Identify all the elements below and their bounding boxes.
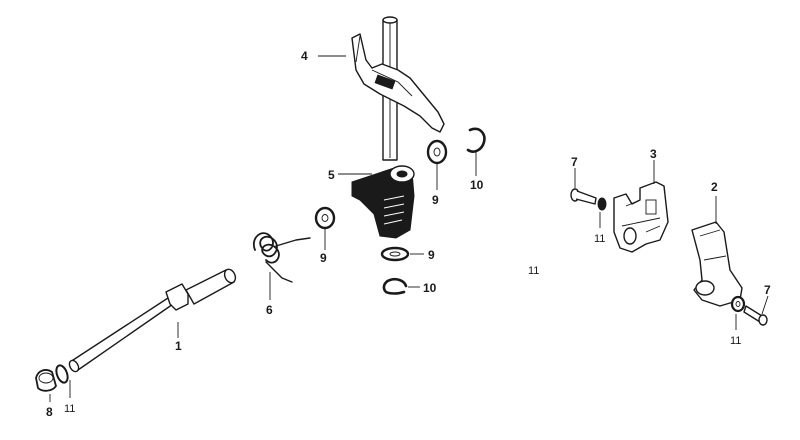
label-11-left: 11 xyxy=(64,403,75,415)
label-7-upper: 7 xyxy=(571,155,578,169)
washer-11-right xyxy=(730,295,746,313)
bolt-7-lower xyxy=(743,305,768,326)
end-cap-8 xyxy=(35,369,57,392)
bracket-3 xyxy=(613,181,669,253)
shift-drum-5 xyxy=(351,165,415,239)
washer-9-lower xyxy=(380,246,410,262)
label-4: 4 xyxy=(301,49,308,63)
washer-9-left xyxy=(314,206,336,230)
washer-9-upper xyxy=(426,139,448,165)
label-11-right: 11 xyxy=(730,335,741,347)
label-10-upper: 10 xyxy=(470,178,484,192)
label-2: 2 xyxy=(711,180,718,194)
leader-7b xyxy=(761,295,769,315)
lever-2 xyxy=(691,221,743,307)
label-3: 3 xyxy=(650,147,657,161)
label-9-lower: 9 xyxy=(428,248,435,262)
circlip-10-lower xyxy=(382,277,408,295)
label-6: 6 xyxy=(266,303,273,317)
label-5: 5 xyxy=(328,168,335,182)
washer-11-mid xyxy=(597,197,607,211)
washer-11-left xyxy=(55,364,69,384)
spring-6 xyxy=(252,232,311,283)
circlip-10-upper xyxy=(466,127,486,153)
label-9-upper: 9 xyxy=(432,193,439,207)
label-9-left: 9 xyxy=(320,251,327,265)
bolt-7-upper xyxy=(570,188,597,205)
label-10-lower: 10 xyxy=(423,281,437,295)
label-7-lower: 7 xyxy=(764,283,771,297)
shift-fork-4 xyxy=(351,16,445,161)
label-8: 8 xyxy=(46,405,53,419)
label-1: 1 xyxy=(175,339,182,353)
shift-shaft-1 xyxy=(68,268,237,373)
label-11-loose: 11 xyxy=(528,265,539,277)
label-11-mid: 11 xyxy=(594,233,605,245)
